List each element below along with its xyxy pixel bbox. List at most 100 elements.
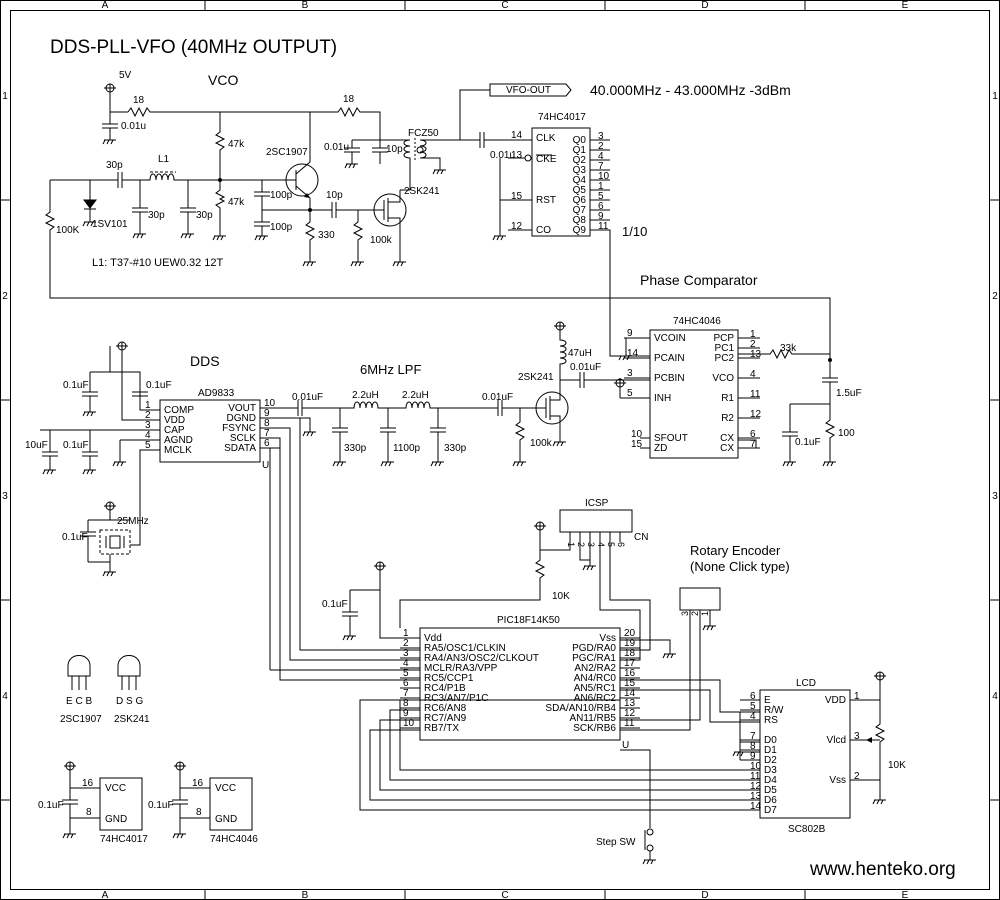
ic-pin-number: 11 xyxy=(750,771,761,782)
ground-symbol xyxy=(552,441,566,447)
block-label-phase-comparator: Phase Comparator xyxy=(640,272,758,288)
power-symbol xyxy=(554,321,566,331)
column-label: A xyxy=(102,890,109,900)
capacitor-01uf-d-label: 0.1uF xyxy=(62,532,88,543)
ic-pin-name: Q6 xyxy=(573,195,587,206)
step-switch[interactable] xyxy=(644,828,654,852)
ground-symbol xyxy=(102,139,116,145)
frame-column-markers: A B C D E A B C D E xyxy=(102,0,909,900)
ground-symbol xyxy=(212,235,226,241)
power-symbol-5v xyxy=(104,83,116,93)
ic-pin-number: 3 xyxy=(145,420,151,431)
ic-pin-name: MCLR/RA3/VPP xyxy=(424,663,498,674)
resistor-100-label: 100 xyxy=(838,428,855,439)
ground-symbol xyxy=(132,233,146,239)
capacitor-30p-c-label: 30p xyxy=(196,210,213,221)
ic-pin-name: R1 xyxy=(721,393,734,404)
ic-pin-name: D1 xyxy=(764,745,777,756)
ic-pin-number: 18 xyxy=(624,648,636,659)
transistor-2sc1907 xyxy=(285,130,319,210)
ic-ad9833 xyxy=(159,399,261,463)
transistor-2sc1907-label: 2SC1907 xyxy=(266,147,308,158)
ic-pin-name: AN5/RC1 xyxy=(574,683,617,694)
ground-symbol xyxy=(642,859,656,865)
ic-pin-name: FSYNC xyxy=(222,423,256,434)
ic-pin-name: VCOIN xyxy=(654,333,686,344)
capacitor-01uf-b-label: 0.1uF xyxy=(146,380,172,391)
ground-symbol xyxy=(102,571,116,577)
ic-pin-number: 14 xyxy=(511,130,523,141)
ic-pin-number: 14 xyxy=(624,688,636,699)
ic-pin-number: 16 xyxy=(624,668,636,679)
capacitor-001u-c-label: 0.01u xyxy=(490,150,515,161)
capacitor-001u-a-label: 0.01u xyxy=(121,121,146,132)
connector-icsp xyxy=(559,509,633,533)
encoder-pin-number: 1 xyxy=(700,611,710,616)
ic-pin-name: SDATA xyxy=(224,443,256,454)
resistor-47k-b xyxy=(215,182,226,236)
column-label: E xyxy=(902,890,909,900)
ground-symbol xyxy=(172,833,186,839)
ic-pin-name: AN6/RC2 xyxy=(574,693,617,704)
ic-pin-number: 10 xyxy=(264,398,276,409)
ground-symbol xyxy=(872,799,886,805)
connector-pin-number: 1 xyxy=(566,542,576,547)
ic-pin-number: 4 xyxy=(750,369,756,380)
ic-pin-name: AN4/RC0 xyxy=(574,673,617,684)
ground-symbol xyxy=(702,625,716,631)
ic-pin-number: 3 xyxy=(403,648,409,659)
power-block-gnd-pin: 8 xyxy=(86,807,92,818)
frame-row-markers: 1 2 3 4 1 2 3 4 xyxy=(0,91,1000,801)
ground-symbol xyxy=(332,461,346,467)
lcd-title: LCD xyxy=(796,678,816,689)
power-symbol xyxy=(874,671,886,681)
ic-pin-name: Vss xyxy=(829,775,846,786)
ic-pin-number: 7 xyxy=(750,731,756,742)
power-symbol xyxy=(104,501,116,511)
ic-pin-number: 12 xyxy=(624,708,636,719)
rotary-encoder[interactable] xyxy=(679,587,721,611)
column-label: D xyxy=(701,0,708,11)
ic-pin-number: 9 xyxy=(598,211,604,222)
ic-pin-name: INH xyxy=(654,393,671,404)
ic-pin-number: 1 xyxy=(854,691,860,702)
ic-pin-name: PCAIN xyxy=(654,353,685,364)
ic-pin-name: SCK/RB6 xyxy=(573,723,616,734)
ground-symbol xyxy=(392,261,406,267)
block-label-rotary-encoder: Rotary Encoder xyxy=(690,543,781,558)
ground-symbol xyxy=(302,261,316,267)
column-label: B xyxy=(302,890,309,900)
ic-pin-number: 7 xyxy=(598,161,604,172)
ground-symbol xyxy=(582,565,596,571)
resistor-47k-b-label: 47k xyxy=(228,197,245,208)
inductor-47uh xyxy=(559,330,567,380)
power-symbol xyxy=(534,521,546,531)
resistor-47k-a-label: 47k xyxy=(228,139,245,150)
ic-pic18f14k50 xyxy=(419,627,621,741)
ic-pin-number: 8 xyxy=(264,418,270,429)
ic-pin-number: 9 xyxy=(750,751,756,762)
ic-pin-number: 20 xyxy=(624,628,636,639)
connector-pin-number: 6 xyxy=(616,542,626,547)
ic-pin-number: 15 xyxy=(631,439,643,450)
ic-pin-name: Vdd xyxy=(424,633,442,644)
ic-pin-number: 10 xyxy=(750,761,762,772)
page-title: DDS-PLL-VFO (40MHz OUTPUT) xyxy=(50,37,337,58)
row-label: 3 xyxy=(992,491,998,502)
ic-pin-number: 14 xyxy=(627,348,639,359)
ic-pin-number: 5 xyxy=(598,191,604,202)
ground-symbol xyxy=(662,653,676,659)
ic-pin-number: 17 xyxy=(624,658,636,669)
capacitor-10uf-label: 10uF xyxy=(25,440,48,451)
row-label: 1 xyxy=(2,91,8,102)
ic-pic-unit: U xyxy=(622,740,629,751)
ic-pin-name: PCP xyxy=(713,333,734,344)
ic-pin-name: AGND xyxy=(164,435,193,446)
potentiometer-10k[interactable] xyxy=(874,680,886,800)
transformer-fcz50-label: FCZ50 xyxy=(408,128,439,139)
ic-pin-number: 2 xyxy=(750,339,756,350)
